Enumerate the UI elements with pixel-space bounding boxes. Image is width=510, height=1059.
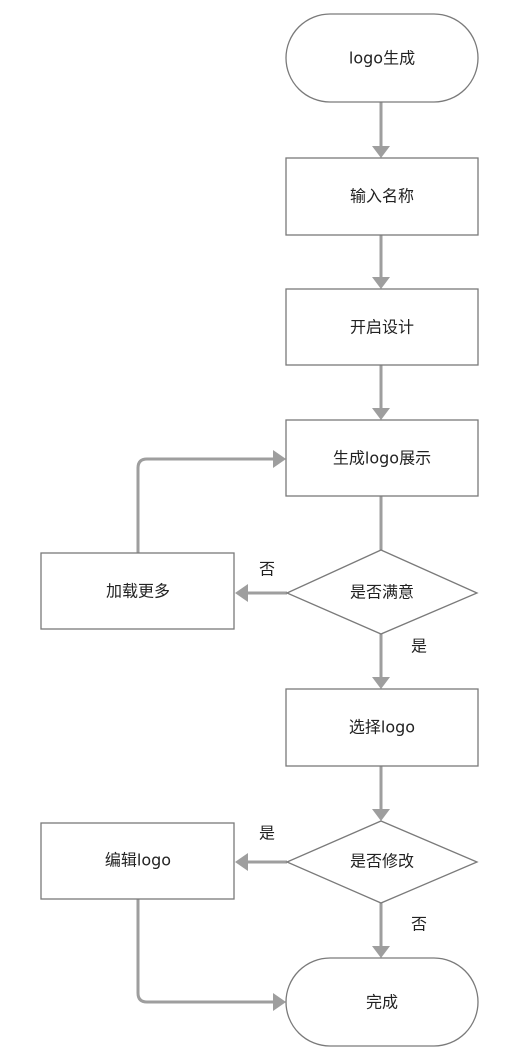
node-select-logo: 选择logo <box>285 688 479 767</box>
node-label: 加载更多 <box>106 582 170 601</box>
terminal-shape <box>285 13 479 103</box>
process-shape <box>40 552 235 630</box>
decision-shape <box>285 549 479 635</box>
arrowhead-show <box>372 408 390 420</box>
node-label: 编辑logo <box>105 851 171 870</box>
edge-label-modify-yes: 是 <box>259 824 275 843</box>
node-label: 是否满意 <box>350 583 414 602</box>
edge-label-satisfied-yes: 是 <box>411 637 427 656</box>
node-edit-logo: 编辑logo <box>40 822 235 900</box>
process-shape <box>285 157 479 236</box>
arrowhead-select <box>372 677 390 689</box>
terminal-shape <box>285 957 479 1047</box>
node-start: logo生成 <box>285 13 479 103</box>
arrowhead-done-from-edit <box>273 993 286 1011</box>
node-label: 开启设计 <box>350 318 414 337</box>
node-start-design: 开启设计 <box>285 288 479 366</box>
edge-label-satisfied-no: 否 <box>259 560 275 579</box>
node-generate-show: 生成logo展示 <box>285 419 479 497</box>
node-done: 完成 <box>285 957 479 1047</box>
node-label: 生成logo展示 <box>333 449 431 468</box>
node-label: 输入名称 <box>350 187 414 206</box>
node-is-modify: 是否修改 <box>285 820 479 904</box>
node-label: 选择logo <box>349 718 415 737</box>
node-label: logo生成 <box>349 49 415 68</box>
process-shape <box>285 688 479 767</box>
arrowhead-show-loop <box>273 450 286 468</box>
node-enter-name: 输入名称 <box>285 157 479 236</box>
arrowhead-modify <box>372 809 390 821</box>
arrowhead-edit <box>235 853 248 871</box>
arrowhead-more <box>235 584 248 602</box>
edge-more-to-show <box>136 457 275 553</box>
edges <box>136 102 390 1011</box>
arrowhead-done <box>372 946 390 958</box>
node-label: 是否修改 <box>350 852 414 871</box>
edge-edit-to-done <box>136 899 275 1004</box>
process-shape <box>285 288 479 366</box>
node-label: 完成 <box>366 993 398 1012</box>
decision-shape <box>285 820 479 904</box>
node-is-satisfied: 是否满意 <box>285 549 479 635</box>
arrowhead-design <box>372 277 390 289</box>
process-shape <box>285 419 479 497</box>
node-load-more: 加载更多 <box>40 552 235 630</box>
process-shape <box>40 822 235 900</box>
arrowhead-name <box>372 146 390 158</box>
edge-label-modify-no: 否 <box>411 915 427 934</box>
